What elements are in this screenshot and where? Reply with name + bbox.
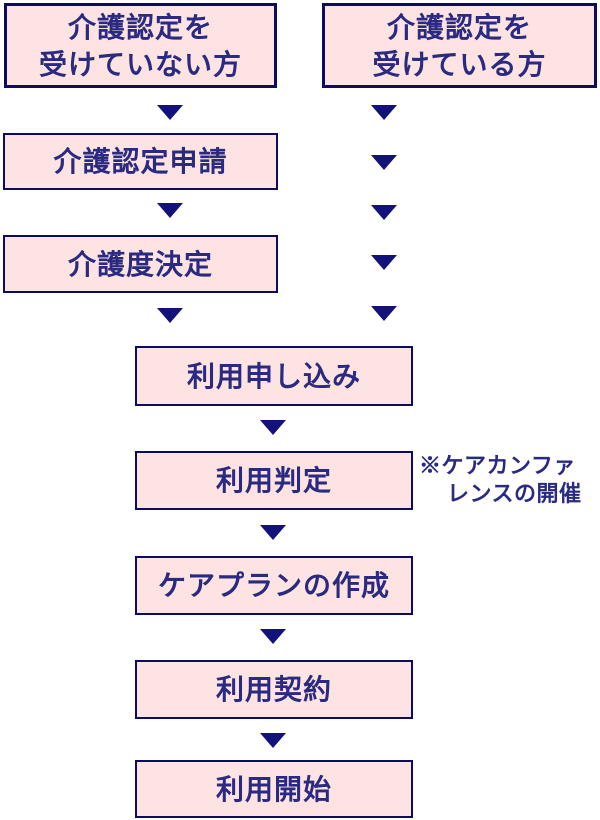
- down-arrow-icon: [371, 155, 397, 170]
- flow-box-certification-application: 介護認定申請: [3, 133, 278, 190]
- flow-box-use-judgement: 利用判定: [135, 451, 413, 510]
- down-arrow-icon: [157, 105, 183, 120]
- down-arrow-icon: [371, 105, 397, 120]
- down-arrow-icon: [260, 525, 286, 540]
- flow-box-not-certified: 介護認定を 受けていない方: [4, 3, 277, 88]
- down-arrow-icon: [157, 308, 183, 323]
- flow-box-use-contract: 利用契約: [135, 660, 413, 719]
- flow-box-application-for-use: 利用申し込み: [135, 346, 413, 406]
- down-arrow-icon: [157, 203, 183, 218]
- down-arrow-icon: [371, 306, 397, 321]
- flow-box-care-plan-creation: ケアプランの作成: [135, 556, 413, 615]
- down-arrow-icon: [371, 205, 397, 220]
- flow-box-care-level-decision: 介護度決定: [3, 235, 278, 293]
- down-arrow-icon: [260, 629, 286, 644]
- down-arrow-icon: [260, 733, 286, 748]
- care-conference-note-line2: レンスの開催: [447, 481, 582, 506]
- down-arrow-icon: [260, 420, 286, 435]
- flow-box-use-start: 利用開始: [135, 760, 413, 818]
- flow-box-certified: 介護認定を 受けている方: [322, 3, 597, 88]
- down-arrow-icon: [371, 255, 397, 270]
- care-conference-note-line1: ※ケアカンファ: [419, 453, 576, 478]
- care-conference-note: ※ケアカンファ レンスの開催: [419, 452, 582, 508]
